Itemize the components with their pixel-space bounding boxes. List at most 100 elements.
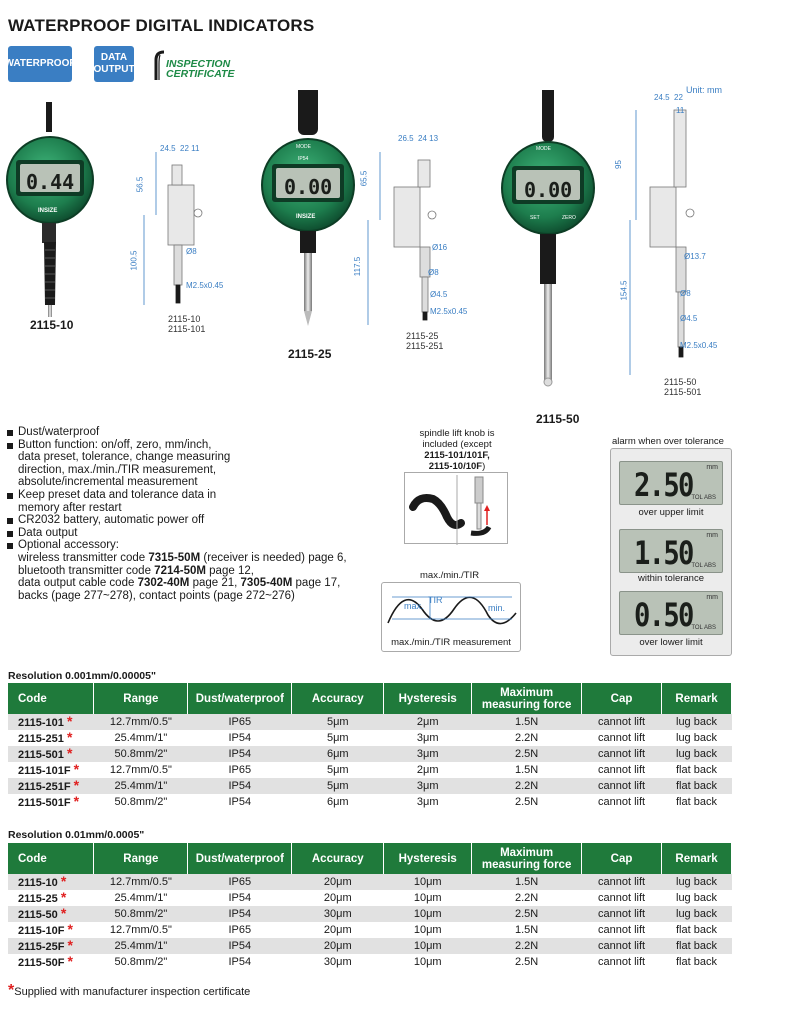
col-remark: Remark (661, 843, 733, 874)
table-cell: lug back (661, 730, 732, 746)
col-cap: Cap (581, 843, 662, 874)
table-cell: 12.7mm/0.5" (93, 874, 188, 890)
certificate-star: * (60, 888, 67, 905)
indicator-2115-50-zero: ZERO (562, 215, 576, 221)
indicator-2115-50-lcd: 0.00 (524, 178, 573, 202)
table-cell: 5μm (291, 778, 384, 794)
table-cell: cannot lift (581, 954, 662, 970)
col-remark: Remark (661, 683, 733, 714)
table-cell: IP65 (187, 874, 292, 890)
table-cell: flat back (661, 778, 732, 794)
indicator-2115-25-brand: INSIZE (296, 214, 316, 220)
table-cell: IP54 (187, 794, 292, 810)
table-cell: IP65 (187, 922, 292, 938)
table-cell: 5μm (291, 714, 384, 730)
col-hysteresis: Hysteresis (383, 683, 473, 714)
certificate-star: * (73, 776, 80, 793)
indicator-2115-10-brand: INSIZE (38, 208, 58, 214)
spec-table-001: Code Range Dust/waterproof Accuracy Hyst… (8, 843, 733, 970)
table-cell: cannot lift (581, 906, 662, 922)
col-accuracy: Accuracy (291, 843, 385, 874)
table-cell: 20μm (291, 874, 384, 890)
feature-item: memory after restart (18, 501, 122, 514)
code-cell: 2115-25F * (8, 938, 94, 954)
table-cell: lug back (661, 890, 732, 906)
certificate-star: * (66, 728, 73, 745)
col-dust: Dust/waterproof (187, 683, 293, 714)
table-cell: IP54 (187, 746, 292, 762)
indicator-2115-25-lcd: 0.00 (284, 175, 333, 199)
table-cell: cannot lift (581, 778, 662, 794)
table-cell: 2μm (383, 762, 472, 778)
mmt-max: max. (404, 601, 424, 611)
lcd-lower-label: over lower limit (639, 637, 703, 648)
dim-2115-50-tip: Ø4.5 (680, 314, 698, 323)
accessory-line: backs (page 277~278), contact points (pa… (18, 589, 295, 602)
table-cell: IP54 (187, 778, 292, 794)
code-cell: 2115-10 * (8, 874, 94, 890)
table-cell: flat back (661, 762, 732, 778)
mmt-diagram: max. TIR min. max./min./TIR measurement (381, 582, 521, 652)
dim-2115-50-stem: Ø8 (680, 289, 691, 298)
feature-item: Data output (6, 527, 366, 540)
col-dust: Dust/waterproof (187, 843, 293, 874)
table1-label: Resolution 0.001mm/0.00005" (8, 670, 156, 682)
col-code: Code (8, 683, 95, 714)
mmt-min: min. (488, 603, 506, 613)
dim-2115-10-top: 24.5 22 11 (160, 144, 200, 153)
table-cell: 1.5N (471, 874, 582, 890)
code-cell: 2115-50 * (8, 906, 94, 922)
dim-2115-25-top: 26.5 24 13 (398, 134, 439, 143)
drawing-2115-25 (367, 152, 437, 325)
code-cell: 2115-501 * (8, 746, 94, 762)
table-cell: cannot lift (581, 874, 662, 890)
table-cell: 50.8mm/2" (93, 954, 188, 970)
dim-2115-25-total: 117.5 (353, 256, 363, 277)
indicator-2115-25-photo (261, 90, 355, 326)
spec-table-0001: Code Range Dust/waterproof Accuracy Hyst… (8, 683, 733, 810)
table-cell: 30μm (291, 906, 384, 922)
table-cell: cannot lift (581, 730, 662, 746)
table-cell: 2.2N (471, 730, 582, 746)
feature-item: CR2032 battery, automatic power off (6, 514, 366, 527)
feature-item: Keep preset data and tolerance data in (6, 489, 366, 502)
code-cell: 2115-25 * (8, 890, 94, 906)
table-cell: lug back (661, 714, 732, 730)
alarm-panel: 2.50 mm TOL ABS over upper limit 1.50 mm… (610, 448, 732, 656)
indicator-2115-25-mode: MODE (296, 144, 311, 150)
table-cell: 2.2N (471, 890, 582, 906)
feature-item: data preset, tolerance, change measuring (18, 451, 231, 464)
spindle-knob-image (404, 472, 508, 545)
feature-item: Dust/waterproof (6, 426, 366, 439)
feature-item: Optional accessory: (6, 539, 366, 552)
certificate-star: * (60, 904, 67, 921)
certificate-star: * (73, 760, 80, 777)
indicator-2115-50-photo (501, 90, 595, 387)
feature-item: direction, max./min./TIR measurement, (18, 463, 217, 476)
feature-item: Button function: on/off, zero, mm/inch, (6, 439, 366, 452)
col-code: Code (8, 843, 95, 874)
accessory-line: wireless transmitter code 7315-50M (rece… (18, 551, 347, 564)
dim-2115-10-stem: Ø8 (186, 247, 197, 256)
dim-2115-50-height: 95 (613, 160, 623, 169)
table-cell: 10μm (383, 938, 472, 954)
dim-2115-25-height: 65.5 (359, 170, 369, 187)
table-cell: flat back (661, 922, 732, 938)
footnote: *Supplied with manufacturer inspection c… (8, 982, 251, 999)
page-title: WATERPROOF DIGITAL INDICATORS (8, 16, 315, 35)
table-cell: 2.5N (471, 954, 582, 970)
code-cell: 2115-10F * (8, 922, 94, 938)
table-cell: 20μm (291, 938, 384, 954)
mmt-caption: max./min./TIR (420, 570, 480, 581)
dim-2115-50-top2: 11 (676, 106, 685, 115)
